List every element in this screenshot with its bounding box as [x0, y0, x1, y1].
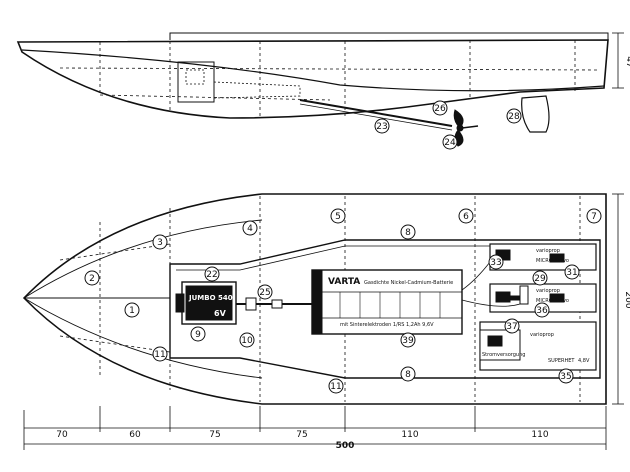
side-frames — [99, 40, 576, 118]
cockpit-outline — [169, 239, 601, 379]
svg-text:28: 28 — [508, 112, 520, 122]
side-hull-outline — [16, 39, 609, 119]
callout-36: 36 — [534, 302, 550, 318]
dim-60: 60 — [129, 430, 141, 440]
callout-8-top: 8 — [400, 224, 416, 240]
callout-7: 7 — [586, 208, 602, 224]
svg-text:8: 8 — [405, 228, 411, 238]
svg-text:35: 35 — [560, 372, 571, 382]
callout-8-bottom: 8 — [400, 366, 416, 382]
dim-side-height: 47 — [624, 56, 630, 67]
svg-text:9: 9 — [195, 330, 201, 340]
dim-width-200: 200 — [623, 291, 630, 308]
chine-line-lower — [23, 297, 263, 379]
svg-text:24: 24 — [444, 138, 456, 148]
callout-11-left: 11 — [152, 346, 168, 362]
svg-text:29: 29 — [534, 274, 546, 284]
svg-text:8: 8 — [405, 370, 411, 380]
servo-top-brand: varioprop — [536, 248, 560, 254]
top-view — [22, 193, 607, 405]
callout-9: 9 — [190, 326, 206, 342]
propeller-shaft — [299, 99, 453, 127]
callout-31: 31 — [564, 264, 580, 280]
top-hull-outline — [22, 193, 607, 405]
receiver-brand: varioprop — [530, 332, 554, 338]
dim-total-500: 500 — [336, 441, 355, 451]
receiver-model: SUPERHET — [548, 358, 575, 364]
callout-3: 3 — [152, 234, 168, 250]
servo-mid-model: MICRO-Servo — [536, 298, 569, 304]
svg-text:7: 7 — [591, 212, 597, 222]
side-height-dimension — [612, 32, 624, 89]
callout-2: 2 — [84, 270, 100, 286]
svg-text:22: 22 — [206, 270, 217, 280]
width-dimension — [612, 193, 624, 405]
rudder — [521, 95, 550, 133]
chine-line-upper — [23, 219, 263, 299]
svg-text:26: 26 — [434, 104, 446, 114]
svg-text:11: 11 — [330, 382, 341, 392]
svg-text:39: 39 — [402, 336, 414, 346]
side-deck-line — [169, 32, 609, 40]
dim-110-a: 110 — [401, 430, 418, 440]
callout-22: 22 — [204, 266, 220, 282]
svg-text:11: 11 — [154, 350, 165, 360]
bottom-dimension-lines — [23, 406, 607, 450]
svg-text:1: 1 — [129, 306, 135, 316]
side-motor-block — [177, 61, 215, 103]
dim-75-a: 75 — [209, 430, 220, 440]
callout-29: 29 — [532, 270, 548, 286]
callout-37: 37 — [504, 318, 520, 334]
callout-39: 39 — [400, 332, 416, 348]
side-sheer-line — [21, 49, 605, 92]
svg-text:10: 10 — [241, 336, 253, 346]
svg-text:4: 4 — [247, 224, 253, 234]
svg-text:5: 5 — [335, 212, 341, 222]
callout-11-right: 11 — [328, 378, 344, 394]
callout-35: 35 — [558, 368, 574, 384]
svg-text:33: 33 — [490, 258, 501, 268]
callout-23: 23 — [374, 118, 390, 134]
svg-text:6: 6 — [463, 212, 469, 222]
svg-text:31: 31 — [566, 268, 577, 278]
battery-type-text: Gasdichte Nickel-Cadmium-Batterie — [364, 280, 453, 286]
receiver-voltage: 4,8V — [578, 358, 590, 364]
battery-brand: VARTA — [328, 277, 360, 287]
callout-24: 24 — [442, 134, 458, 150]
servo-mid-brand: varioprop — [536, 288, 560, 294]
side-view — [16, 32, 609, 147]
svg-text:36: 36 — [536, 306, 548, 316]
switch-label: Stromversorgung — [482, 352, 525, 358]
battery-spec-text: mit Sinterelektroden 1/RS 1,2Ah 9,6V — [340, 322, 434, 328]
dim-75-b: 75 — [296, 430, 307, 440]
svg-text:3: 3 — [157, 238, 163, 248]
dim-110-b: 110 — [531, 430, 548, 440]
callout-10: 10 — [239, 332, 255, 348]
svg-text:25: 25 — [259, 288, 270, 298]
callout-6: 6 — [458, 208, 474, 224]
svg-text:37: 37 — [506, 322, 517, 332]
callout-5: 5 — [330, 208, 346, 224]
callout-28: 28 — [506, 108, 522, 124]
callout-4: 4 — [242, 220, 258, 236]
svg-text:2: 2 — [89, 274, 95, 284]
callouts: 1 2 3 4 5 6 7 8 8 9 10 11 11 22 23 24 25… — [84, 100, 602, 394]
callout-26: 26 — [432, 100, 448, 116]
callout-1: 1 — [124, 302, 140, 318]
dim-70: 70 — [56, 430, 68, 440]
svg-text:23: 23 — [376, 122, 387, 132]
battery-pack — [311, 269, 463, 335]
motor-name: JUMBO 540 — [188, 294, 233, 302]
callout-25: 25 — [257, 284, 273, 300]
servo-top-model: MICRO-Servo — [536, 258, 569, 264]
motor-voltage: 6V — [214, 309, 227, 318]
propeller — [453, 109, 479, 147]
callout-33: 33 — [488, 254, 504, 270]
